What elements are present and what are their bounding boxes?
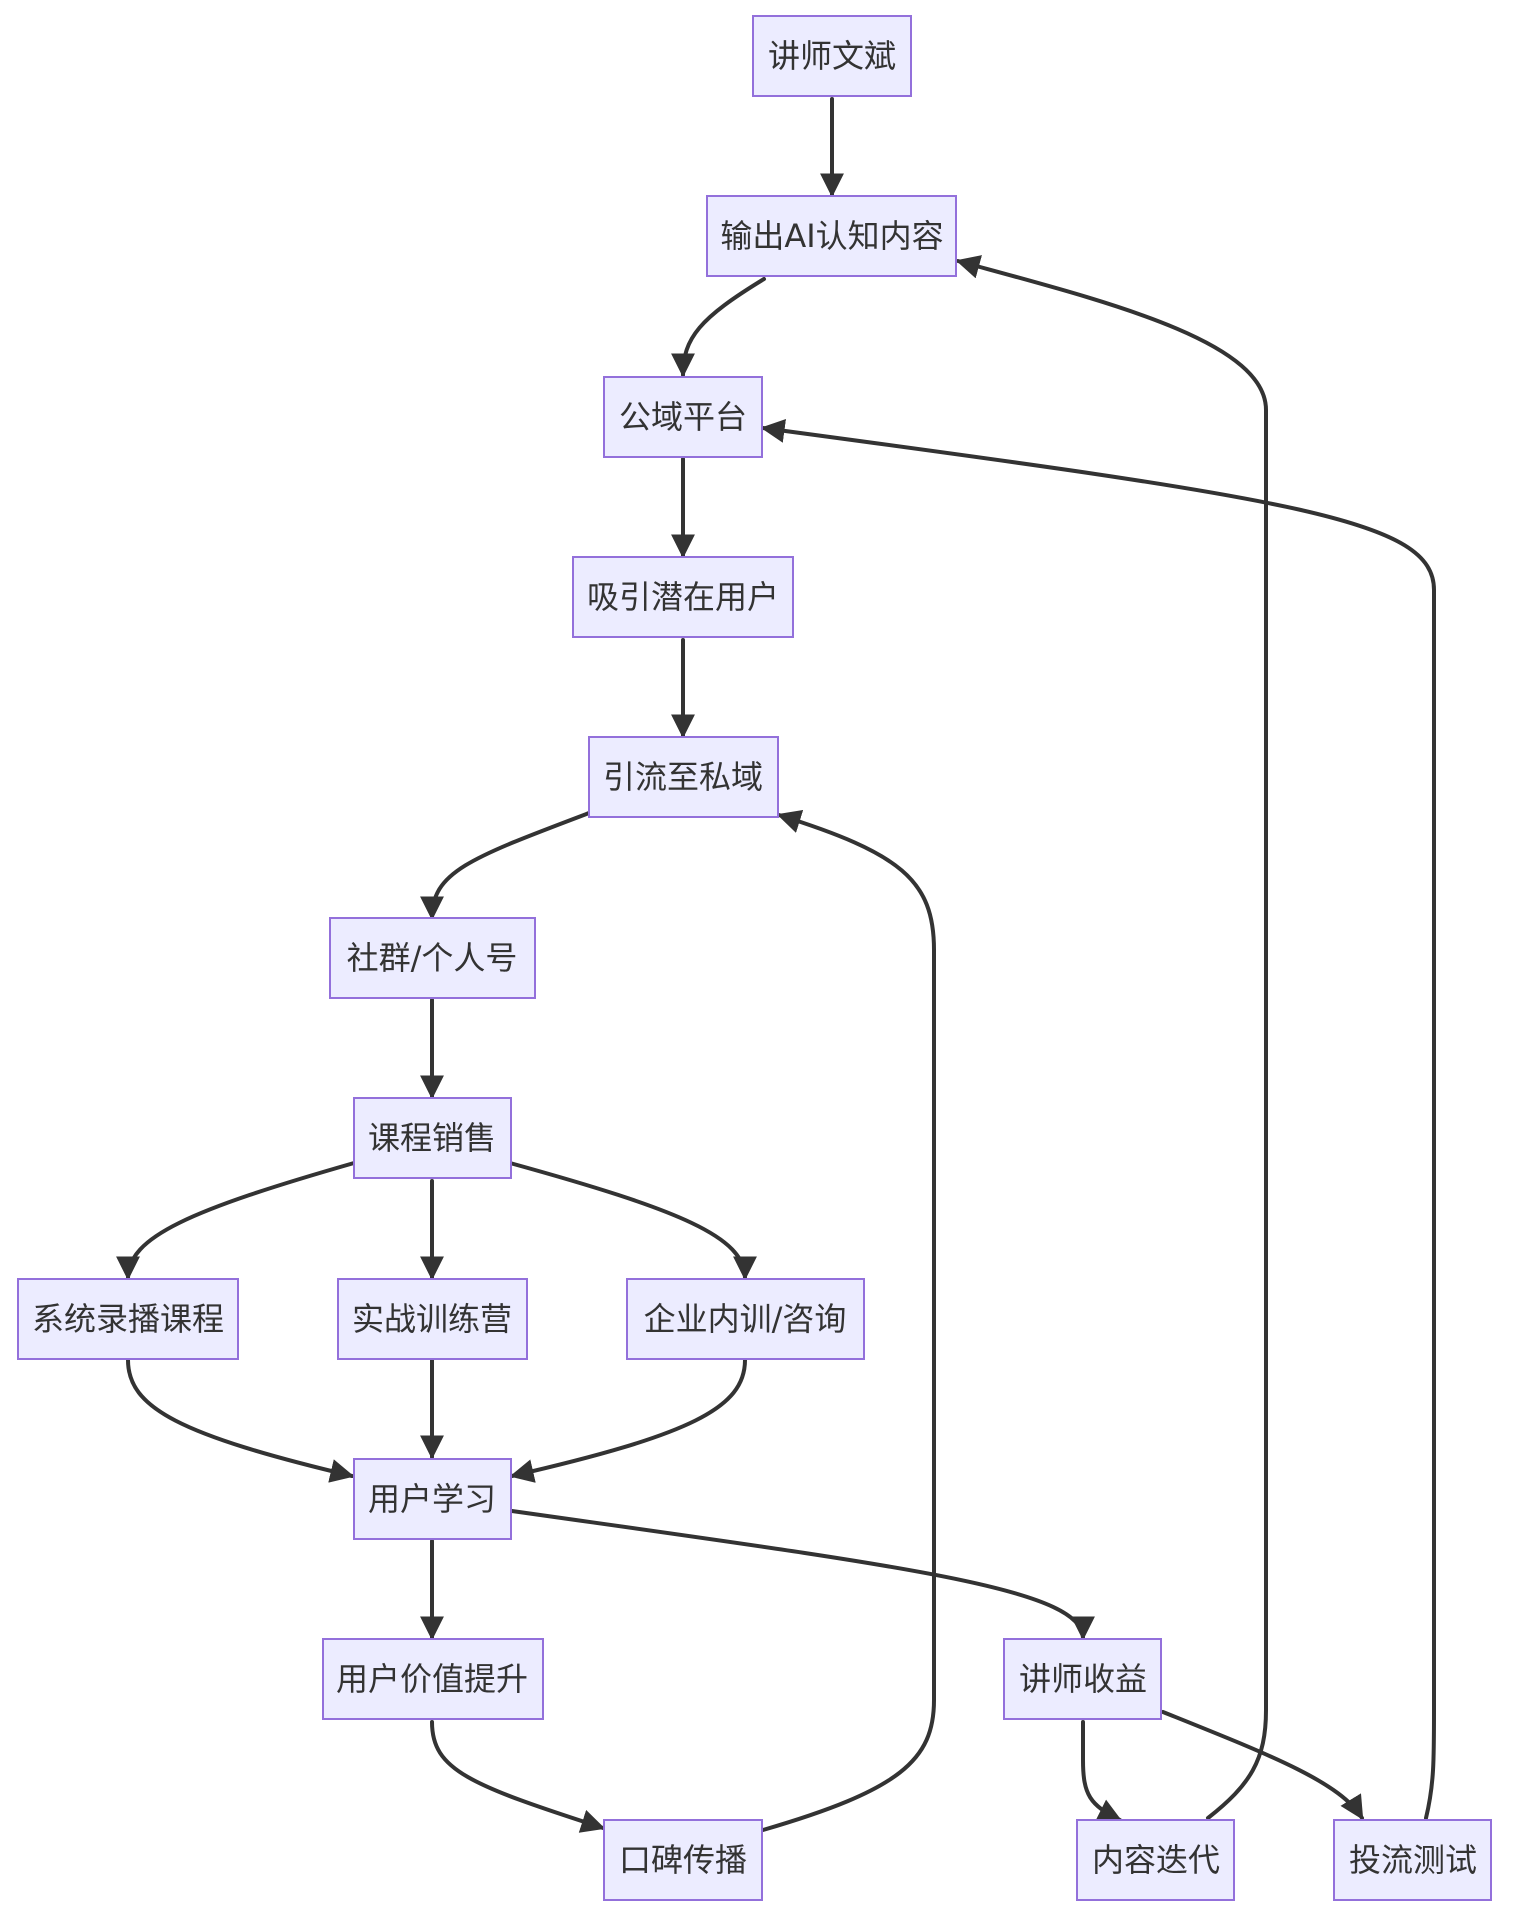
edge-iteration-to-output xyxy=(955,255,1268,1820)
node-label-content-iteration: 内容迭代 xyxy=(1092,1841,1220,1879)
node-user-value: 用户价值提升 xyxy=(322,1638,544,1720)
edges xyxy=(116,97,1436,1833)
node-lecturer-income: 讲师收益 xyxy=(1003,1638,1162,1720)
edge-income-to-ad-testing xyxy=(1161,1710,1364,1821)
node-user-learning: 用户学习 xyxy=(353,1458,512,1540)
node-label-community: 社群/个人号 xyxy=(347,939,518,977)
edge-learning-to-income xyxy=(510,1509,1095,1641)
node-corporate-training: 企业内训/咨询 xyxy=(626,1278,865,1360)
node-recorded-courses: 系统录播课程 xyxy=(17,1278,239,1360)
edge-course-sales-to-recorded xyxy=(116,1161,356,1281)
node-output-ai-content: 输出AI认知内容 xyxy=(706,195,957,277)
node-training-camp: 实战训练营 xyxy=(337,1278,528,1360)
node-label-course-sales: 课程销售 xyxy=(368,1119,496,1157)
edge-recorded-to-learning xyxy=(126,1358,355,1483)
node-label-lecturer-income: 讲师收益 xyxy=(1019,1660,1147,1698)
node-label-word-of-mouth: 口碑传播 xyxy=(619,1841,747,1879)
node-label-lecturer: 讲师文斌 xyxy=(768,37,896,75)
edge-ad-testing-to-public-platform xyxy=(760,418,1436,1820)
node-label-user-learning: 用户学习 xyxy=(368,1480,496,1518)
nodes: 讲师文斌 输出AI认知内容 公域平台 吸引潜在用户 引流至私域 社群/个人号 课… xyxy=(17,15,1492,1901)
node-course-sales: 课程销售 xyxy=(353,1097,512,1179)
edge-private-to-community xyxy=(420,811,591,921)
node-ad-testing: 投流测试 xyxy=(1333,1819,1492,1901)
node-label-corporate-training: 企业内训/咨询 xyxy=(644,1300,847,1338)
edge-output-to-public-platform xyxy=(671,277,766,378)
edge-course-sales-to-corporate xyxy=(508,1161,757,1281)
edge-income-to-iteration xyxy=(1081,1720,1123,1822)
node-label-user-value: 用户价值提升 xyxy=(336,1660,528,1698)
node-public-platform: 公域平台 xyxy=(603,376,763,458)
node-label-public-platform: 公域平台 xyxy=(619,398,747,436)
edge-user-value-to-word-of-mouth xyxy=(430,1720,606,1833)
node-word-of-mouth: 口碑传播 xyxy=(603,1819,763,1901)
node-content-iteration: 内容迭代 xyxy=(1076,1819,1235,1901)
node-label-output-ai-content: 输出AI认知内容 xyxy=(720,217,943,255)
node-private-traffic: 引流至私域 xyxy=(588,736,779,818)
node-label-ad-testing: 投流测试 xyxy=(1349,1841,1477,1879)
node-label-attract-users: 吸引潜在用户 xyxy=(587,578,779,616)
node-label-recorded-courses: 系统录播课程 xyxy=(32,1300,224,1338)
node-label-training-camp: 实战训练营 xyxy=(352,1300,512,1338)
node-label-private-traffic: 引流至私域 xyxy=(603,758,763,796)
node-attract-users: 吸引潜在用户 xyxy=(572,556,794,638)
edge-corporate-to-learning xyxy=(509,1358,747,1483)
node-lecturer: 讲师文斌 xyxy=(752,15,912,97)
node-community: 社群/个人号 xyxy=(329,917,536,999)
edge-word-of-mouth-to-private xyxy=(761,810,936,1832)
